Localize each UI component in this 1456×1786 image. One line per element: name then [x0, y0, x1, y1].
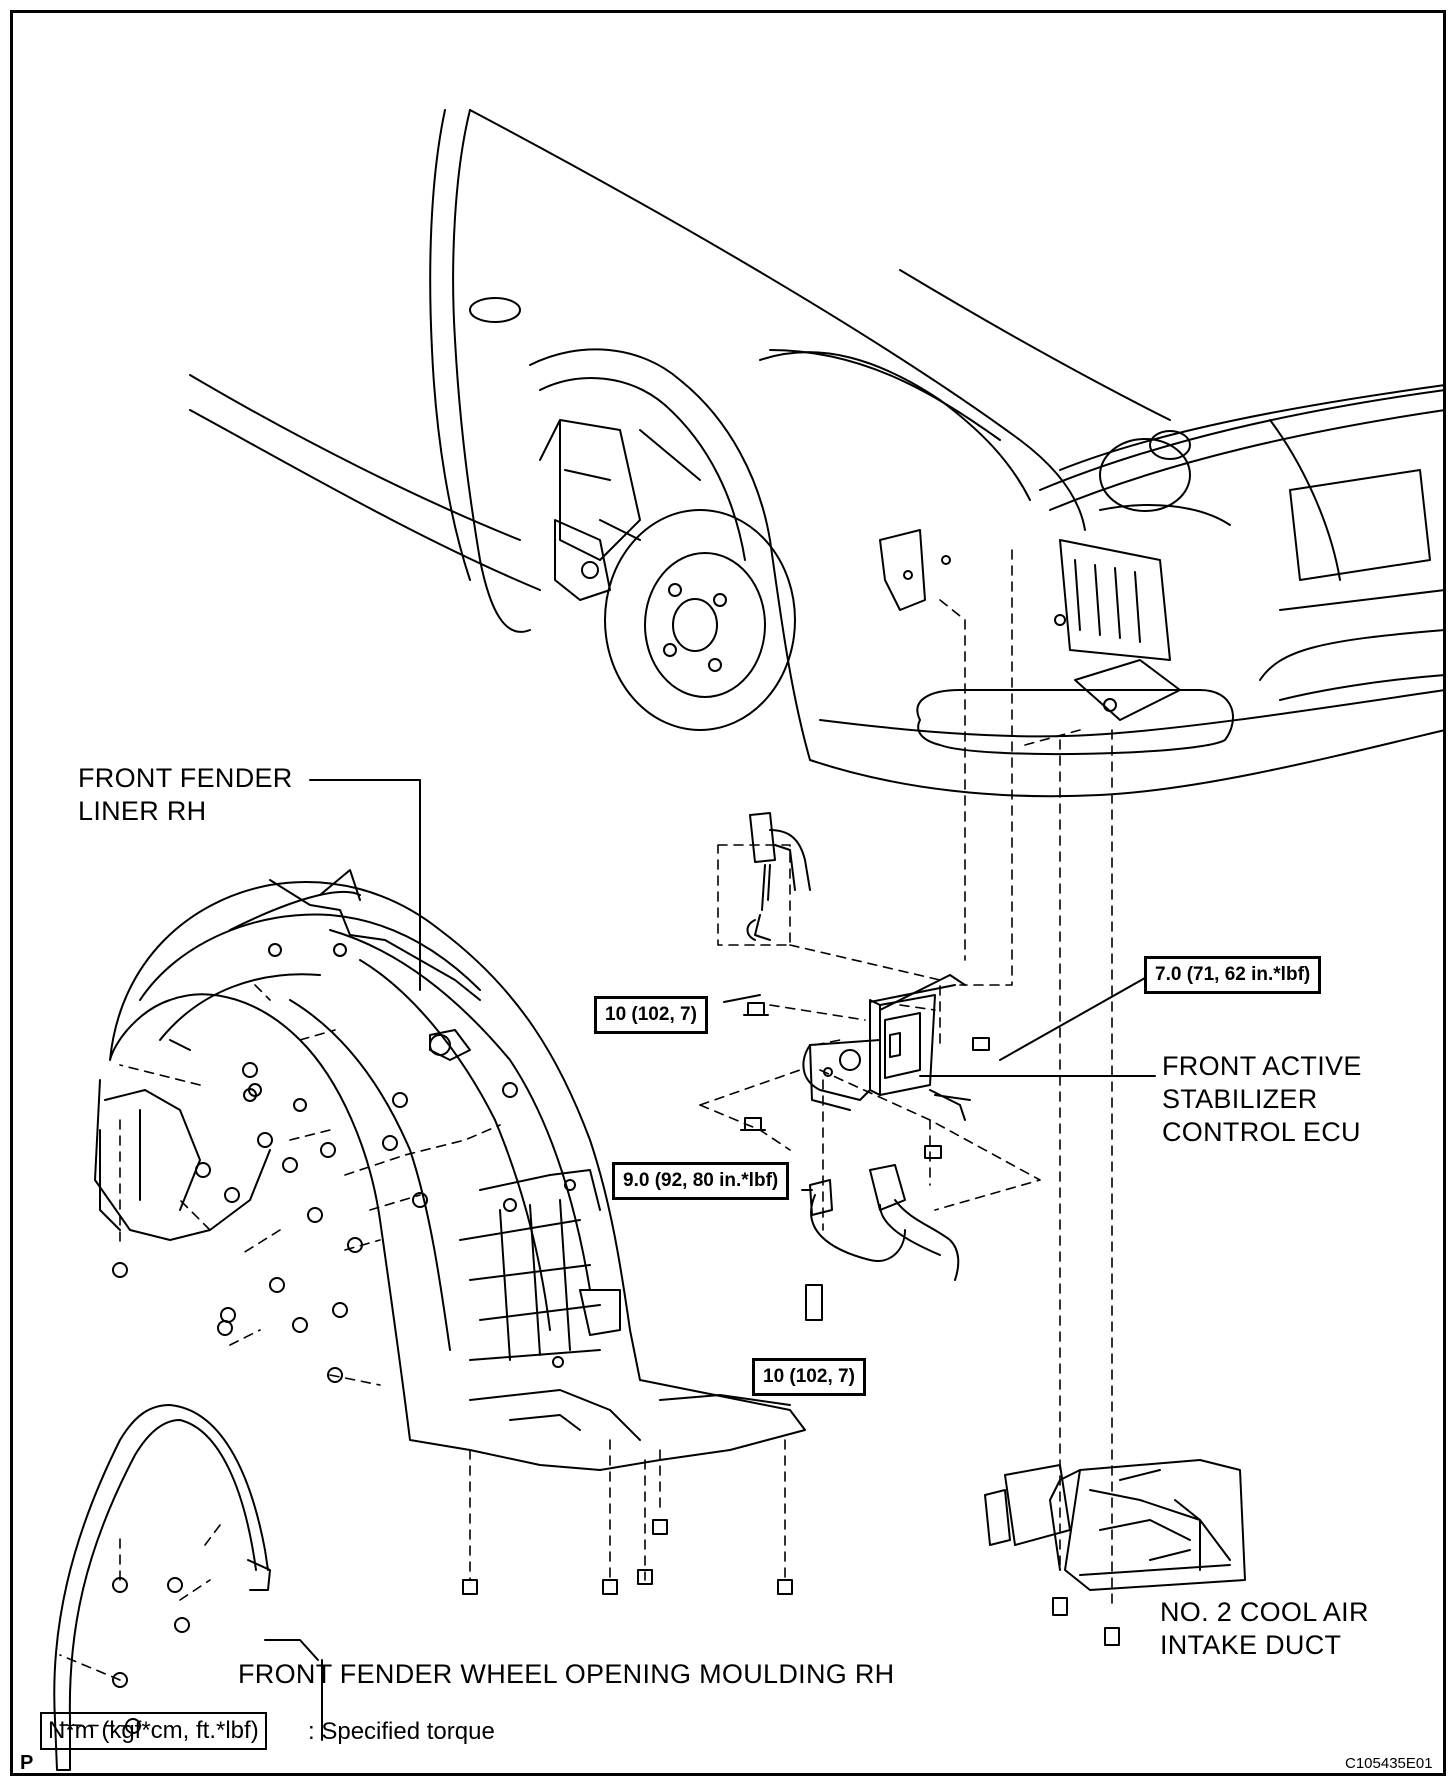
ecu-label-line-2: STABILIZER [1162, 1084, 1318, 1114]
intake-duct-label-line-1: NO. 2 COOL AIR [1160, 1597, 1369, 1627]
front-fender-liner [94, 869, 806, 1471]
ecu-assembly [746, 812, 971, 1281]
ecu-label-line-1: FRONT ACTIVE [1162, 1051, 1362, 1081]
fender-liner-label-line-1: FRONT FENDER [78, 763, 293, 793]
fender-liner-label: FRONT FENDER LINER RH [78, 762, 293, 828]
fender-liner-label-line-2: LINER RH [78, 796, 207, 826]
body-bracket [879, 529, 1181, 721]
torque-spec-top-bolt: 10 (102, 7) [594, 996, 708, 1034]
ecu-label: FRONT ACTIVE STABILIZER CONTROL ECU [1162, 1050, 1362, 1149]
intake-duct [984, 1459, 1246, 1591]
wheel-hub-assembly [539, 419, 796, 731]
fastener-symbols [112, 943, 1120, 1734]
corner-letter: P [20, 1752, 34, 1774]
dashed-leader-lines [59, 549, 1113, 1727]
torque-spec-lower-bolt: 10 (102, 7) [752, 1358, 866, 1396]
intake-duct-label-line-2: INTAKE DUCT [1160, 1630, 1342, 1660]
moulding-label: FRONT FENDER WHEEL OPENING MOULDING RH [238, 1659, 895, 1689]
vehicle-body [189, 109, 1446, 798]
torque-spec-ecu-nut: 7.0 (71, 62 in.*lbf) [1144, 956, 1322, 994]
wheel-opening-moulding [53, 1404, 271, 1771]
figure-code: C105435E01 [1345, 1755, 1433, 1772]
torque-legend-units: N*m (kgf*cm, ft.*lbf) [40, 1712, 267, 1750]
torque-legend-meaning: : Specified torque [308, 1718, 495, 1745]
torque-spec-bracket-bolt: 9.0 (92, 80 in.*lbf) [612, 1162, 790, 1200]
intake-duct-label: NO. 2 COOL AIR INTAKE DUCT [1160, 1596, 1369, 1662]
ecu-label-line-3: CONTROL ECU [1162, 1117, 1361, 1147]
diagram-frame [10, 10, 1446, 1776]
